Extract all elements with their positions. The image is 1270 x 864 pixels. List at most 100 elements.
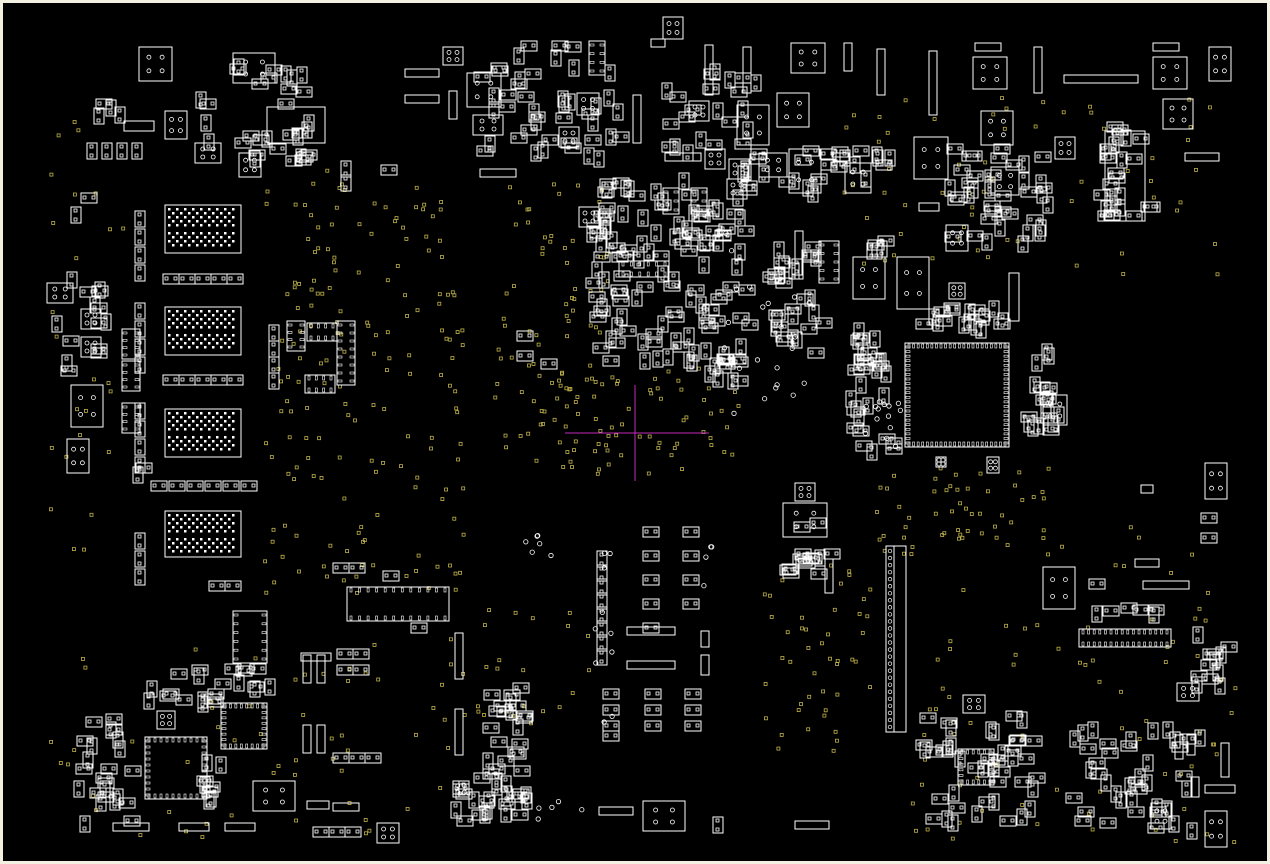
passive-component bbox=[116, 142, 128, 160]
passive-component bbox=[775, 277, 793, 289]
passive-component bbox=[557, 90, 569, 108]
passive-component bbox=[86, 142, 98, 160]
passive-component bbox=[966, 170, 984, 182]
passive-component bbox=[207, 688, 225, 700]
passive-component bbox=[134, 550, 146, 568]
package-component bbox=[990, 166, 1020, 196]
passive-component bbox=[224, 580, 242, 592]
passive-component bbox=[1220, 641, 1238, 653]
passive-component bbox=[301, 121, 313, 139]
passive-component bbox=[678, 111, 696, 123]
passive-component bbox=[984, 181, 996, 199]
passive-component bbox=[810, 173, 828, 185]
connector-strip bbox=[112, 822, 150, 832]
passive-component bbox=[175, 694, 193, 706]
passive-component bbox=[830, 161, 848, 173]
passive-component bbox=[195, 91, 207, 109]
passive-component bbox=[925, 746, 943, 758]
passive-component bbox=[112, 788, 124, 806]
passive-component bbox=[1027, 419, 1039, 437]
passive-component bbox=[684, 104, 702, 116]
passive-component bbox=[584, 134, 602, 146]
connector-strip bbox=[300, 652, 332, 662]
passive-component bbox=[781, 563, 799, 575]
passive-component bbox=[993, 318, 1011, 330]
passive-component bbox=[988, 754, 1006, 766]
passive-component bbox=[1110, 785, 1122, 803]
passive-component bbox=[1100, 143, 1112, 161]
passive-component bbox=[118, 797, 136, 809]
passive-component bbox=[721, 116, 739, 128]
passive-component bbox=[731, 375, 749, 387]
passive-component bbox=[491, 65, 509, 77]
package-component bbox=[578, 206, 600, 228]
passive-component bbox=[114, 740, 126, 758]
passive-component bbox=[540, 358, 558, 370]
passive-component bbox=[771, 310, 783, 328]
ic-package bbox=[304, 374, 336, 394]
passive-component bbox=[514, 71, 526, 89]
passive-component bbox=[134, 246, 146, 264]
passive-component bbox=[871, 146, 883, 164]
connector-strip bbox=[974, 42, 1002, 52]
passive-component bbox=[101, 142, 113, 160]
package-component bbox=[776, 92, 810, 128]
passive-component bbox=[134, 532, 146, 550]
passive-component bbox=[943, 302, 961, 314]
passive-component bbox=[712, 370, 724, 388]
passive-component bbox=[737, 165, 749, 183]
passive-component bbox=[1175, 770, 1193, 782]
passive-component bbox=[988, 723, 1000, 741]
passive-component bbox=[268, 324, 280, 342]
passive-component bbox=[1186, 822, 1198, 840]
connector-strip bbox=[1186, 734, 1196, 756]
package-component bbox=[376, 822, 400, 844]
crosshair-cursor[interactable] bbox=[565, 385, 709, 481]
connector-strip bbox=[1184, 152, 1220, 162]
package-component bbox=[948, 282, 966, 300]
passive-component bbox=[251, 78, 269, 90]
passive-component bbox=[973, 310, 991, 322]
passive-component bbox=[702, 83, 720, 95]
passive-component bbox=[70, 206, 82, 224]
passive-component bbox=[776, 335, 794, 347]
passive-component bbox=[476, 145, 494, 157]
passive-component bbox=[750, 74, 762, 92]
pcb-boardview-canvas[interactable] bbox=[3, 3, 1267, 861]
passive-component bbox=[644, 704, 662, 716]
passive-component bbox=[605, 330, 617, 348]
passive-component bbox=[1028, 772, 1046, 784]
passive-component bbox=[954, 750, 966, 768]
passive-component bbox=[1190, 670, 1208, 682]
board-viewport[interactable] bbox=[3, 3, 1267, 861]
passive-component bbox=[682, 598, 700, 610]
passive-component bbox=[1001, 208, 1019, 220]
package-component bbox=[1204, 810, 1228, 848]
passive-component bbox=[516, 350, 534, 362]
passive-component bbox=[612, 103, 624, 121]
passive-component bbox=[530, 144, 542, 162]
connector-strip bbox=[885, 545, 907, 733]
passive-component bbox=[150, 480, 168, 492]
connector-strip bbox=[700, 654, 710, 676]
ic-package bbox=[662, 187, 680, 215]
passive-component bbox=[612, 131, 630, 143]
passive-component bbox=[880, 365, 892, 383]
passive-component bbox=[644, 720, 662, 732]
passive-component bbox=[507, 746, 525, 758]
passive-component bbox=[1125, 731, 1137, 749]
passive-component bbox=[642, 598, 660, 610]
passive-component bbox=[352, 648, 370, 660]
passive-component bbox=[1034, 151, 1052, 163]
passive-component bbox=[704, 365, 716, 383]
passive-component bbox=[264, 678, 276, 696]
passive-component bbox=[105, 713, 123, 725]
passive-component bbox=[1033, 381, 1051, 393]
passive-component bbox=[798, 557, 816, 569]
package-component bbox=[156, 710, 176, 730]
passive-component bbox=[669, 138, 681, 156]
passive-component bbox=[596, 298, 608, 316]
passive-component bbox=[591, 261, 603, 279]
passive-component bbox=[505, 693, 517, 711]
passive-component bbox=[1181, 780, 1193, 798]
